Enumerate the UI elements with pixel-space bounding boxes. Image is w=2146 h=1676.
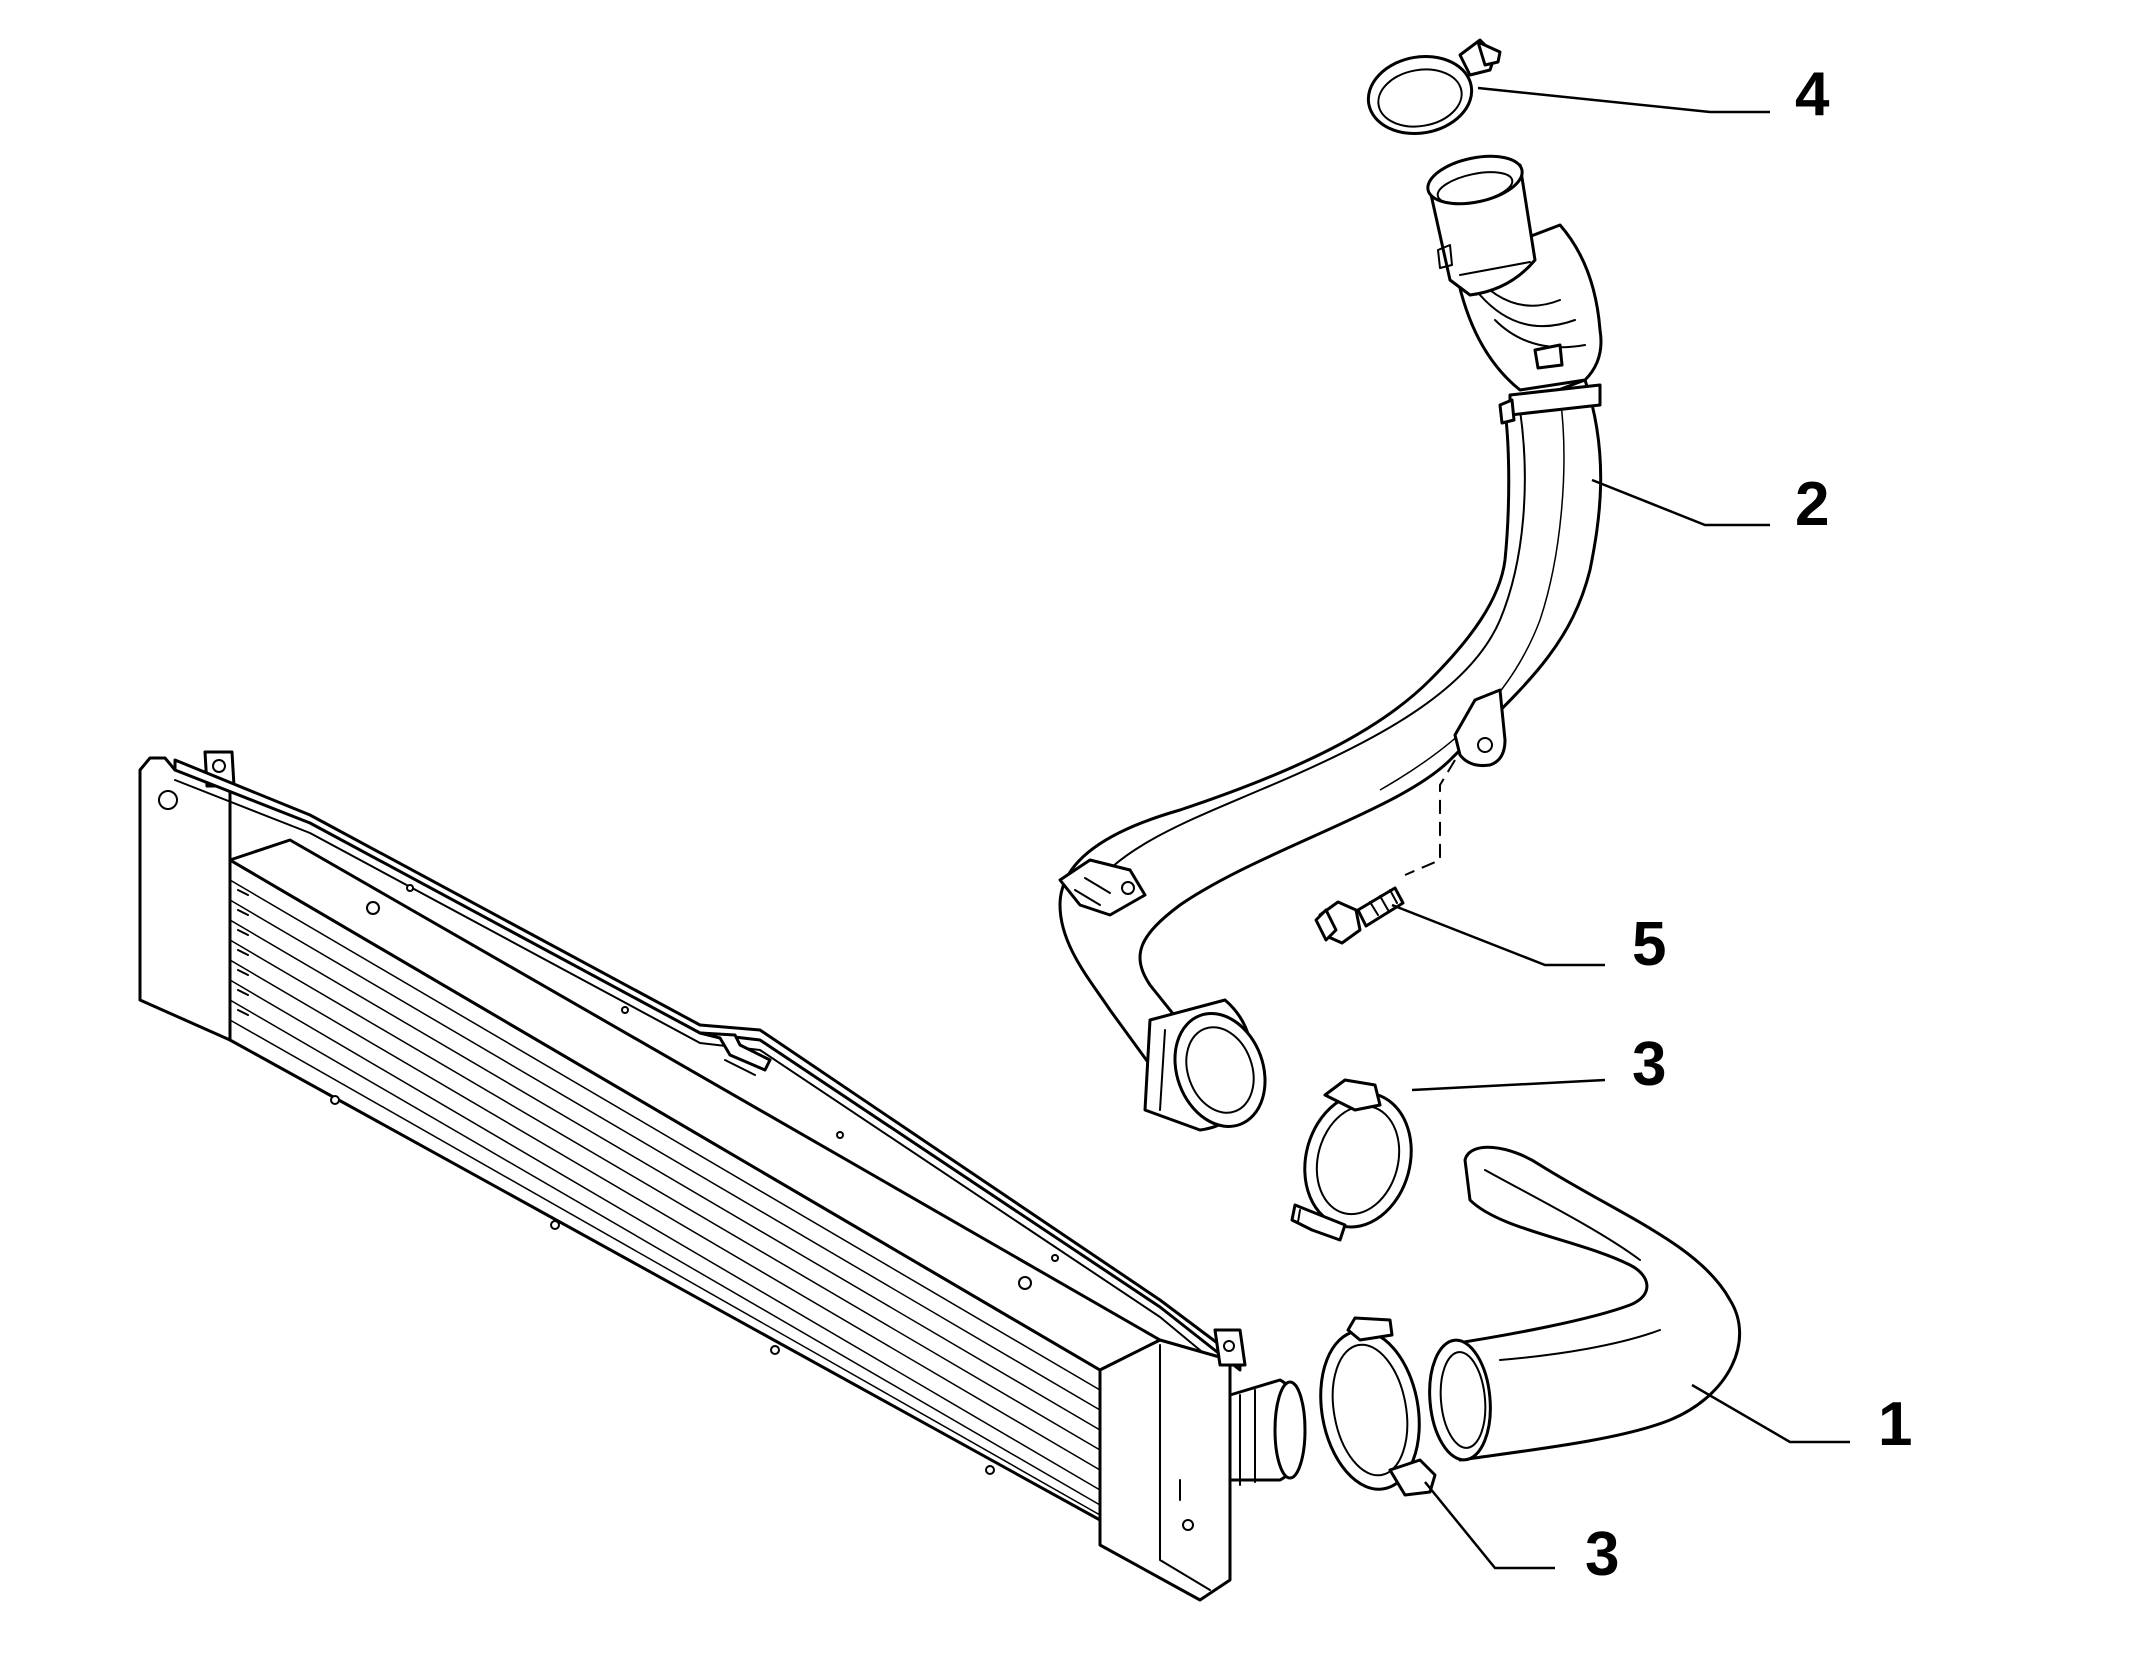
bolt-alignment-line: [1404, 759, 1456, 876]
intercooler: [138, 750, 1307, 1602]
leader-lines: [1391, 86, 1850, 1570]
callout-5: 5: [1632, 910, 1666, 979]
callout-2: 2: [1795, 470, 1829, 539]
callout-1: 1: [1878, 1390, 1912, 1459]
callout-3a: 3: [1632, 1030, 1666, 1099]
hose-clamp-upper: [1366, 38, 1502, 135]
callout-3b: 3: [1585, 1520, 1619, 1589]
mounting-bolt: [1314, 886, 1405, 945]
callout-4: 4: [1795, 60, 1830, 129]
intake-pipe: [1058, 154, 1603, 1132]
connecting-hose: [1428, 1145, 1742, 1462]
hose-clamp-middle: [1290, 1078, 1413, 1242]
hose-clamp-lower: [1319, 1316, 1437, 1497]
